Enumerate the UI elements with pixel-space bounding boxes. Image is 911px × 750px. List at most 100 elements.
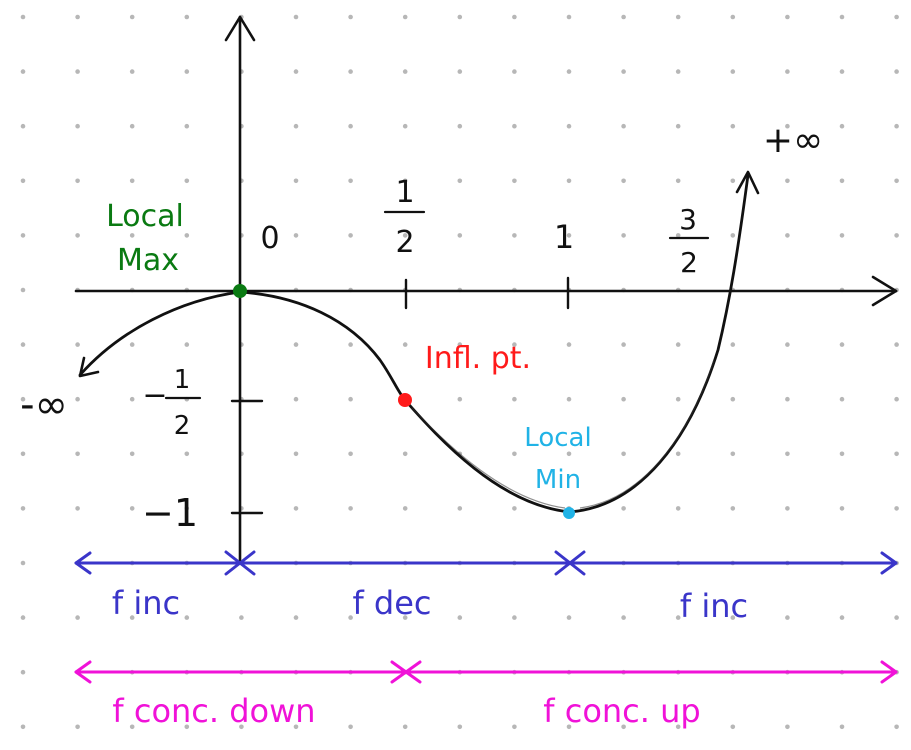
grid-dot (675, 396, 681, 402)
grid-dot (348, 14, 353, 20)
grid-dot (730, 615, 736, 620)
grid-dot (730, 342, 736, 347)
grid-dot (20, 69, 26, 74)
grid-dot (20, 123, 26, 129)
grid-dot (457, 123, 463, 129)
grid-dot (293, 14, 299, 20)
grid-dot (457, 396, 463, 402)
grid-dot (730, 14, 736, 20)
grid-dot (348, 396, 353, 402)
grid-dot (675, 123, 681, 129)
grid-dot (894, 233, 899, 238)
grid-dot (293, 451, 299, 457)
grid-dot (129, 178, 135, 184)
grid-dot (402, 342, 408, 347)
grid-dot (675, 233, 681, 238)
grid-dot (293, 724, 299, 730)
grid-dot (839, 342, 845, 347)
grid-dot (75, 233, 80, 238)
pos-infinity-label: +∞ (763, 120, 823, 161)
tick-labels: 0 1 2 1 3 2 − 1 2 −1 (142, 175, 710, 535)
x-tick-label-3half-denominator: 2 (680, 246, 698, 279)
grid-dot (129, 615, 135, 620)
grid-dot (129, 14, 135, 20)
grid-dot (20, 342, 26, 347)
tick-marks (230, 276, 570, 515)
grid-dot (512, 615, 517, 620)
grid-dot (675, 506, 681, 511)
neg-infinity-label: -∞ (20, 382, 68, 428)
grid-dot (512, 233, 517, 238)
grid-dot (675, 69, 681, 74)
grid-dot (457, 69, 463, 74)
grid-dot (566, 615, 572, 620)
grid-dot (621, 451, 626, 457)
grid-dot (785, 396, 790, 402)
inc-left-label: f inc (112, 584, 180, 622)
grid-dot (402, 615, 408, 620)
grid-dot (293, 69, 299, 74)
grid-dot (894, 724, 899, 730)
grid-dot (20, 506, 26, 511)
grid-dot (457, 615, 463, 620)
grid-dot (675, 14, 681, 20)
grid-dot (730, 123, 736, 129)
grid-dot (402, 506, 408, 511)
grid-dot (894, 69, 899, 74)
grid-dot (184, 451, 190, 457)
grid-dot (512, 178, 517, 184)
grid-dot (75, 69, 80, 74)
grid-dot (839, 69, 845, 74)
grid-dot (129, 123, 135, 129)
grid-dot (621, 233, 626, 238)
grid-dot (293, 506, 299, 511)
grid-dot (20, 451, 26, 457)
grid-dot (566, 178, 572, 184)
grid-dot (566, 233, 572, 238)
grid-dot (129, 724, 135, 730)
local-max-point (233, 284, 247, 298)
y-tick-label-neg-half-numerator: 1 (174, 365, 191, 395)
grid-dot (566, 724, 572, 730)
grid-dot (348, 123, 353, 129)
grid-dot (402, 14, 408, 20)
grid-dot (348, 615, 353, 620)
grid-dot (457, 14, 463, 20)
grid-dot (348, 69, 353, 74)
grid-dot (839, 506, 845, 511)
grid-dot (785, 451, 790, 457)
grid-dot (894, 396, 899, 402)
grid-dot (785, 615, 790, 620)
monotonicity-line (74, 550, 898, 576)
local-max-label-line2: Max (117, 243, 179, 278)
local-min-point (563, 507, 575, 519)
grid-dot (184, 69, 190, 74)
monotonicity-left-arrow-icon (74, 551, 92, 575)
grid-dot (457, 724, 463, 730)
local-min-label-line1: Local (524, 423, 591, 453)
grid-dot (512, 14, 517, 20)
grid-dot (675, 451, 681, 457)
inc-right-label: f inc (680, 587, 748, 625)
grid-dot (129, 233, 135, 238)
grid-dot (730, 724, 736, 730)
grid-dot (239, 724, 244, 730)
grid-dot (402, 123, 408, 129)
x-tick-label-1: 1 (554, 218, 574, 256)
grid-dot (348, 506, 353, 511)
grid-dot (184, 14, 190, 20)
grid-dot (730, 396, 736, 402)
x-axis-arrow-icon (871, 275, 898, 307)
monotonicity-right-arrow-icon (880, 551, 898, 575)
grid-dot (293, 342, 299, 347)
grid-dot (512, 69, 517, 74)
y-tick-label-neg-half-denominator: 2 (174, 411, 191, 441)
grid-dot (839, 724, 845, 730)
grid-dot (839, 451, 845, 457)
grid-dot (20, 14, 26, 20)
grid-dot (348, 233, 353, 238)
grid-dot (457, 506, 463, 511)
grid-dot (621, 178, 626, 184)
